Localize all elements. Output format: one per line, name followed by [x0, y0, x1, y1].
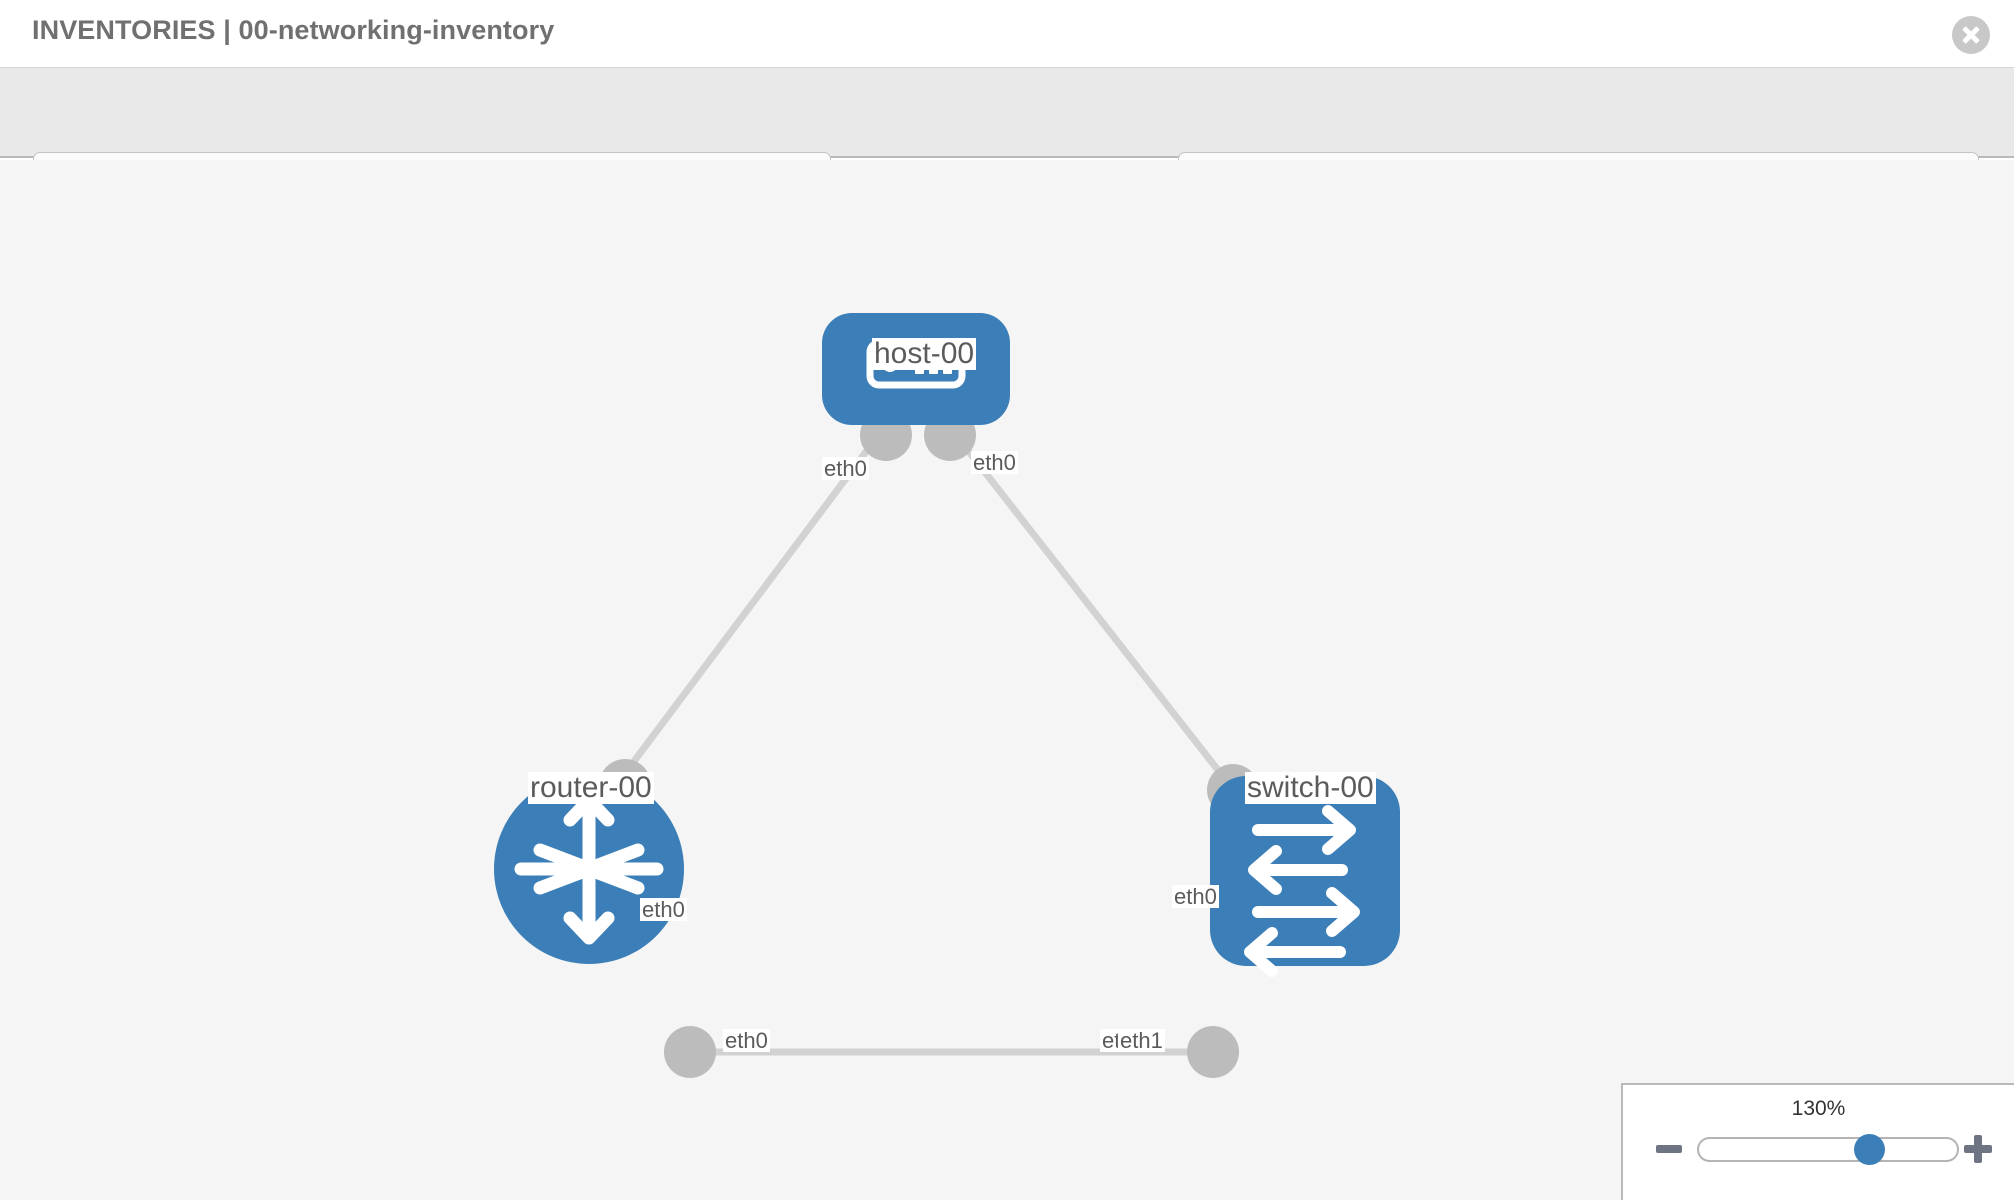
page-header: INVENTORIES | 00-networking-inventory: [0, 0, 2014, 68]
zoom-slider-thumb[interactable]: [1853, 1134, 1885, 1165]
edge-label-router-switch-near-router: eth0: [723, 1028, 770, 1053]
zoom-control-panel: 130%: [1621, 1083, 2014, 1200]
toolbar: ACTIONS SEARCH: [0, 68, 2014, 211]
edge-host-switch: [945, 422, 1235, 791]
zoom-slider[interactable]: [1697, 1134, 1959, 1165]
node-label-host-00: host-00: [872, 337, 977, 370]
connector-switch-left: [1187, 1026, 1239, 1078]
edge-label-host-router-near-host: eth0: [822, 456, 869, 481]
zoom-level-value: 130%: [1791, 1097, 1846, 1120]
edge-label-host-router-near-router: eth0: [640, 897, 687, 922]
topology-canvas[interactable]: host-00 router-00 switch-00 eth0 eth0 et…: [0, 160, 2014, 1200]
page-title: INVENTORIES | 00-networking-inventory: [32, 15, 555, 45]
edge-label-host-switch-near-host: eth0: [971, 450, 1018, 475]
node-label-router-00: router-00: [528, 771, 654, 804]
edge-host-router: [617, 422, 889, 783]
node-switch-00[interactable]: [1210, 776, 1400, 977]
zoom-in-button[interactable]: [1964, 1135, 1992, 1163]
zoom-slider-row: [1623, 1131, 2014, 1171]
topology-graph: [494, 313, 1400, 1078]
edge-label-host-switch-near-switch: eth0: [1172, 884, 1219, 909]
connector-router-right: [664, 1026, 716, 1078]
close-icon[interactable]: [1952, 16, 1990, 54]
edge-label-router-switch-near-switch: eth1: [1118, 1028, 1165, 1053]
zoom-out-button[interactable]: [1656, 1145, 1682, 1153]
node-label-switch-00: switch-00: [1245, 771, 1376, 804]
